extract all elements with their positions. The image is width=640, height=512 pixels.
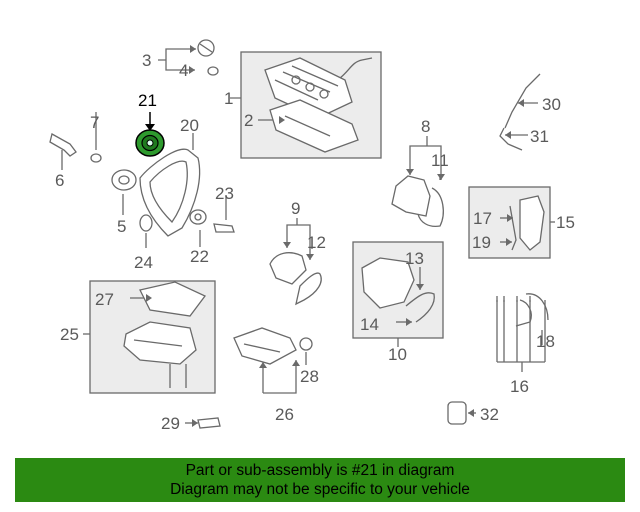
callout-6[interactable]: 6 — [55, 171, 64, 190]
callout-23[interactable]: 23 — [215, 184, 234, 203]
info-banner: Part or sub-assembly is #21 in diagram D… — [15, 458, 625, 502]
callout-10[interactable]: 10 — [388, 345, 407, 364]
callout-14[interactable]: 14 — [360, 315, 379, 334]
callout-11[interactable]: 11 — [431, 151, 449, 170]
callout-21[interactable]: 21 — [138, 91, 157, 110]
callout-5[interactable]: 5 — [117, 217, 126, 236]
callout-20[interactable]: 20 — [180, 116, 199, 135]
callout-17[interactable]: 17 — [473, 209, 492, 228]
part-21-idler-pulley[interactable] — [135, 112, 165, 157]
callout-3[interactable]: 3 — [142, 51, 151, 70]
callout-4[interactable]: 4 — [179, 61, 188, 80]
callout-25[interactable]: 25 — [60, 325, 79, 344]
callout-30[interactable]: 30 — [542, 95, 561, 114]
callout-19[interactable]: 19 — [472, 233, 491, 252]
banner-line-2: Diagram may not be specific to your vehi… — [170, 481, 470, 498]
callout-8[interactable]: 8 — [421, 117, 430, 136]
callout-32[interactable]: 32 — [480, 405, 499, 424]
callout-28[interactable]: 28 — [300, 367, 319, 386]
callout-15[interactable]: 15 — [556, 213, 575, 232]
callout-16[interactable]: 16 — [510, 377, 529, 396]
callout-1[interactable]: 1 — [224, 89, 233, 108]
callout-18[interactable]: 18 — [536, 332, 555, 351]
callout-29[interactable]: 29 — [161, 414, 180, 433]
callout-13[interactable]: 13 — [405, 249, 424, 268]
callout-31[interactable]: 31 — [530, 127, 549, 146]
callout-24[interactable]: 24 — [134, 253, 153, 272]
callout-26[interactable]: 26 — [275, 405, 294, 424]
banner-line-1: Part or sub-assembly is #21 in diagram — [185, 462, 455, 479]
callout-2[interactable]: 2 — [244, 111, 253, 130]
callout-12[interactable]: 12 — [307, 233, 326, 252]
callout-27[interactable]: 27 — [95, 290, 114, 309]
exploded-parts-diagram: 1 2 3 4 5 6 7 8 9 10 11 12 13 14 15 16 1… — [49, 39, 575, 433]
callout-22[interactable]: 22 — [190, 247, 209, 266]
callout-9[interactable]: 9 — [291, 199, 300, 218]
callout-7[interactable]: 7 — [90, 113, 99, 132]
